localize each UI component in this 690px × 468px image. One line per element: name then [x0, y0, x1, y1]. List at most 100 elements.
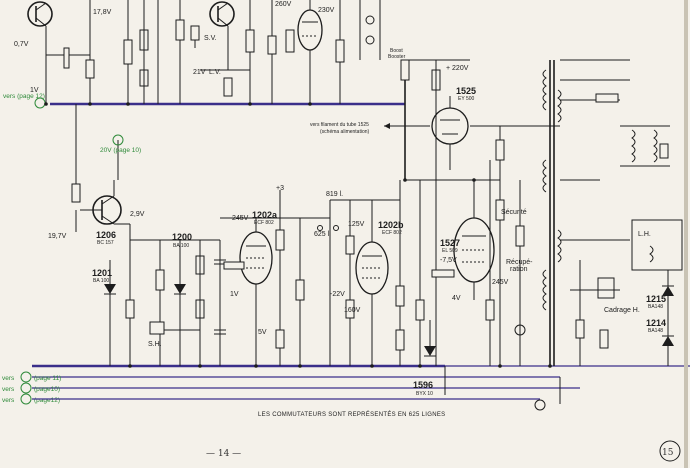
ref-q1201: 1201 [92, 268, 112, 278]
type-v1202a: ECF 802 [254, 220, 274, 226]
resistor [285, 29, 295, 53]
resistor [295, 279, 305, 301]
type-d1596: BYX 10 [416, 391, 433, 397]
wire [101, 195, 115, 205]
transformer-winding [557, 229, 562, 263]
switch-contact [333, 225, 339, 231]
diode-1200 [174, 284, 186, 294]
deflection-coil [653, 129, 658, 163]
resistor [515, 225, 525, 247]
transformer-winding [542, 159, 547, 193]
label-cadrage: Cadrage H. [604, 307, 640, 314]
type-q1206: BC 157 [97, 240, 114, 246]
resistor [275, 329, 285, 349]
ref-v1525: 1525 [456, 86, 476, 96]
connector-terminal [514, 324, 526, 336]
voltage-19-7: 19,7V [48, 233, 67, 240]
page-number-right: 15 [662, 448, 674, 458]
label-schema-alim: (schéma alimentation) [320, 129, 370, 135]
label-vers-filament: vers filament du tube 1525 [310, 122, 369, 128]
ref-v1202b: 1202b [378, 220, 404, 230]
transformer-winding [542, 269, 547, 311]
footer-note: LES COMMUTATEURS SONT REPRÉSENTÉS EN 625… [258, 411, 445, 418]
voltage-1v: 1V [230, 291, 239, 298]
arrow-filament [384, 123, 390, 129]
tube-1525 [431, 107, 469, 145]
lh-block [631, 219, 683, 271]
label-boost: Boost [390, 48, 403, 54]
wire [217, 17, 229, 27]
svg-text:vers: vers [2, 375, 15, 382]
page-ref-11: vers (page 11) [2, 371, 61, 383]
voltage-plus-3: +3 [276, 185, 284, 192]
label-819: 819 l. [326, 191, 343, 198]
resistor [395, 285, 405, 307]
resistor [599, 329, 609, 349]
resistor [495, 199, 505, 221]
resistor [123, 39, 133, 65]
resistor [345, 235, 355, 255]
diode-1201 [104, 284, 116, 294]
type-d1215: BA148 [648, 304, 663, 310]
label-securite: Sécurité [501, 209, 527, 216]
resistor [595, 93, 619, 103]
ref-q1200: 1200 [172, 232, 192, 242]
cadrage-switch [597, 277, 615, 299]
ref-q1206: 1206 [96, 230, 116, 240]
resistor [485, 299, 495, 321]
resistor [275, 229, 285, 251]
type-v1525: EY 500 [458, 96, 475, 102]
ref-d1214: 1214 [646, 318, 666, 328]
ref-d1215: 1215 [646, 294, 666, 304]
connector-plug [659, 143, 669, 159]
voltage-1v-top: 1V [30, 87, 39, 94]
switch-contact [317, 225, 323, 231]
resistor [400, 59, 410, 81]
tube-top-triode [297, 9, 323, 51]
connector-terminal [365, 35, 375, 45]
wire [101, 215, 115, 225]
deflection-coil [631, 129, 636, 163]
resistor [495, 139, 505, 161]
voltage-245a: 245V [232, 215, 249, 222]
page-ref-10: vers (page10) [2, 382, 60, 394]
resistor [345, 299, 355, 319]
svg-text:(page10): (page10) [34, 386, 60, 393]
diode-1215 [662, 286, 674, 296]
wire [35, 2, 47, 11]
resistor [223, 261, 245, 270]
connector-terminal [534, 399, 546, 411]
ref-v1527: 1527 [440, 238, 460, 248]
resistor [175, 19, 185, 41]
page-number-circle [659, 440, 681, 462]
type-q1201: BA 100 [93, 278, 109, 284]
svg-text:vers: vers [2, 397, 15, 404]
wire [35, 17, 47, 27]
resistor [395, 329, 405, 351]
voltage-2-9: 2,9V [130, 211, 145, 218]
resistor [71, 183, 81, 203]
resistor [155, 269, 165, 291]
label-recuperation-2: ration [510, 266, 528, 273]
resistor [575, 319, 585, 339]
label-sv: S.V. [204, 35, 217, 42]
page-ref-circle-20v [112, 134, 124, 146]
type-d1214: BA148 [648, 328, 663, 334]
type-q1200: BA 100 [173, 243, 189, 249]
diode-1596 [424, 346, 436, 356]
svg-text:vers: vers [2, 386, 15, 393]
voltage-21: 21V [193, 69, 206, 76]
label-booster: Booster [388, 54, 406, 60]
transformer-winding [542, 69, 547, 111]
voltage-17-8: 17,8V [93, 9, 112, 16]
svg-text:(page 11): (page 11) [34, 375, 61, 382]
diode-1214 [662, 336, 674, 346]
resistor [431, 269, 455, 278]
lh-coil [649, 245, 654, 263]
label-20v-page10: 20V (page 10) [100, 147, 141, 154]
resistor [125, 299, 135, 319]
transformer-winding [557, 89, 562, 123]
voltage-4v: 4V [452, 295, 461, 302]
